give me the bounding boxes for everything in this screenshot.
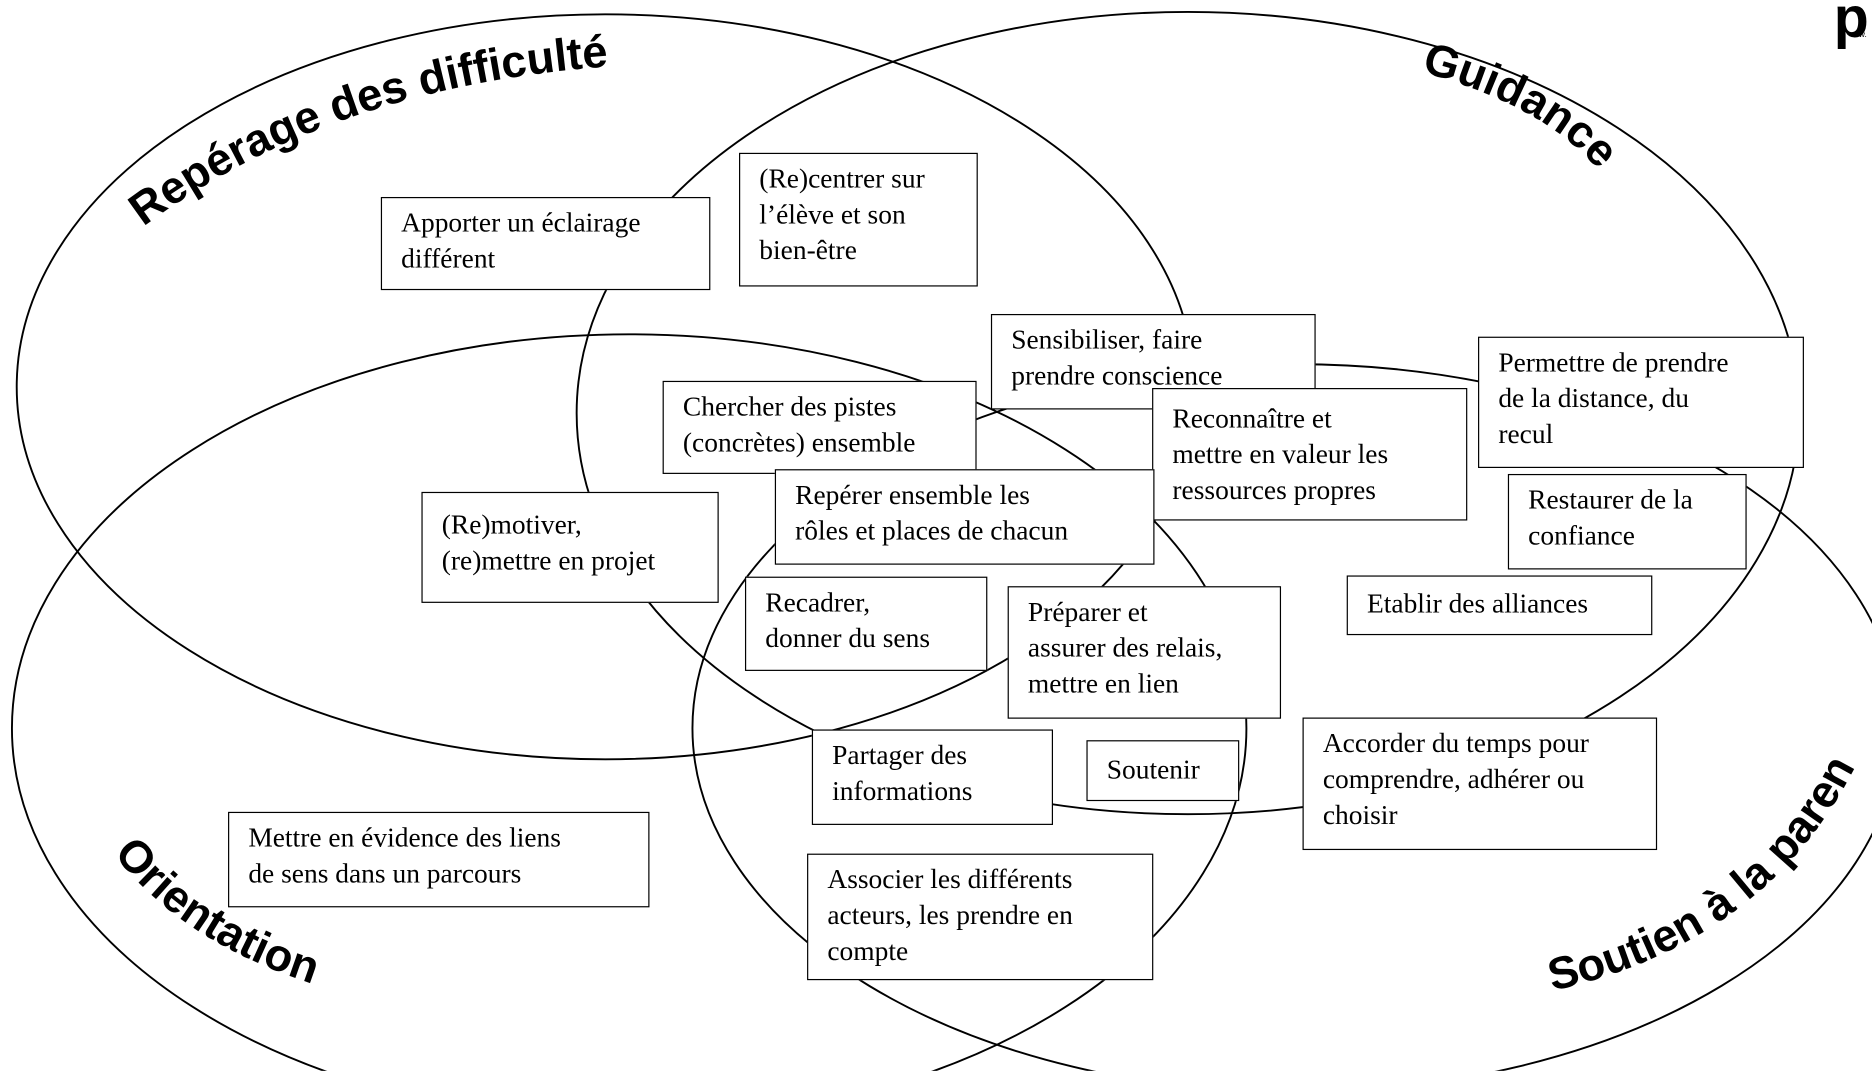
logo-small-text: w. <box>1858 31 1867 40</box>
box-liens: Mettre en évidence des liens de sens dan… <box>228 811 650 908</box>
box-reconnaitre: Reconnaître et mettre en valeur les ress… <box>1152 388 1468 521</box>
ellipse-orientation <box>11 333 1248 1071</box>
box-recadrer: Recadrer, donner du sens <box>744 576 988 671</box>
box-temps: Accorder du temps pour comprendre, adhér… <box>1302 717 1658 851</box>
box-eclairage: Apporter un éclairage différent <box>380 196 711 291</box>
box-roles: Repérer ensemble les rôles et places de … <box>774 469 1155 565</box>
box-recentrer: (Re)centrer sur l’élève et son bien-être <box>739 152 978 287</box>
box-confiance: Restaurer de la confiance <box>1507 473 1747 570</box>
box-distance: Permettre de prendre de la distance, du … <box>1478 336 1804 469</box>
box-relais: Préparer et assurer des relais, mettre e… <box>1007 586 1282 719</box>
label-guidance: Guidance <box>1418 32 1629 177</box>
box-partager: Partager des informations <box>811 729 1054 825</box>
box-alliances: Etablir des alliances <box>1346 575 1653 636</box>
logo-letter: p <box>1833 0 1869 51</box>
box-associer: Associer les différents acteurs, les pre… <box>807 853 1154 981</box>
box-soutenir: Soutenir <box>1086 740 1240 802</box>
box-remotiver: (Re)motiver, (re)mettre en projet <box>421 491 719 603</box>
box-pistes: Chercher des pistes (concrètes) ensemble <box>662 380 977 474</box>
